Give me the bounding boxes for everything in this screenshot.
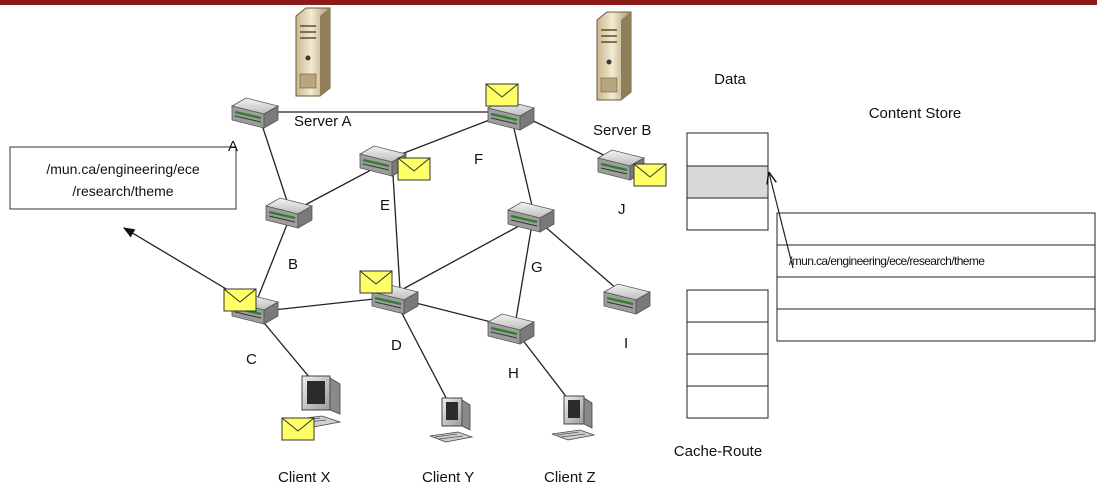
client-z-label: Client Z bbox=[544, 469, 596, 486]
network-links bbox=[254, 111, 626, 416]
server-a-label: Server A bbox=[294, 113, 352, 130]
router-h: H bbox=[486, 313, 536, 382]
router-icon bbox=[486, 313, 536, 345]
router-d: D bbox=[370, 283, 420, 354]
router-f-label: F bbox=[474, 151, 483, 168]
link-f-g bbox=[511, 119, 534, 211]
link-g-i bbox=[534, 217, 626, 297]
router-c-label: C bbox=[246, 351, 257, 368]
envelope-icon bbox=[281, 417, 315, 441]
link-d-clienty bbox=[394, 299, 456, 416]
interest-name-line1: /mun.ca/engineering/ece bbox=[46, 161, 200, 177]
data-row-highlighted bbox=[686, 165, 769, 199]
router-f: F bbox=[474, 99, 536, 168]
data-row bbox=[686, 132, 769, 167]
data-row bbox=[686, 197, 769, 231]
content-store-table: /mun.ca/engineering/ece/research/theme bbox=[776, 212, 1096, 342]
router-h-label: H bbox=[508, 365, 519, 382]
client-y-label: Client Y bbox=[422, 469, 474, 486]
router-icon bbox=[264, 197, 314, 229]
cache-route-label: Cache-Route bbox=[674, 443, 762, 460]
content-store-row bbox=[776, 308, 1096, 342]
content-store-title: Content Store bbox=[869, 105, 962, 122]
envelope-icon bbox=[223, 288, 257, 312]
interest-name-line2: /research/theme bbox=[72, 183, 173, 199]
client-y: Client Y bbox=[422, 397, 474, 486]
envelope-icon bbox=[359, 270, 393, 294]
cache-route-row bbox=[686, 289, 769, 323]
router-j-label: J bbox=[618, 201, 626, 218]
envelope-icon bbox=[397, 157, 431, 181]
client-z: Client Z bbox=[544, 395, 596, 486]
computer-icon bbox=[551, 395, 596, 441]
link-d-g bbox=[391, 219, 531, 296]
cache-route-row bbox=[686, 321, 769, 355]
link-a-b bbox=[261, 124, 291, 211]
server-b: Server B bbox=[593, 11, 651, 139]
server-b-label: Server B bbox=[593, 122, 651, 139]
envelope-icon bbox=[485, 83, 519, 107]
interest-name-box: /mun.ca/engineering/ece /research/theme bbox=[9, 146, 237, 210]
envelope-icon bbox=[633, 163, 667, 187]
router-b-label: B bbox=[288, 256, 298, 273]
cache-route-table bbox=[686, 289, 769, 419]
router-i-label: I bbox=[624, 335, 628, 352]
computer-icon bbox=[429, 397, 474, 443]
client-x-label: Client X bbox=[278, 469, 331, 486]
content-store-entry: /mun.ca/engineering/ece/research/theme bbox=[789, 254, 985, 268]
router-g-label: G bbox=[531, 259, 543, 276]
server-a: Server A bbox=[294, 7, 352, 130]
content-store-row bbox=[776, 212, 1096, 246]
link-e-d bbox=[392, 174, 401, 291]
link-b-c bbox=[254, 221, 289, 306]
data-table bbox=[686, 132, 769, 231]
router-icon bbox=[230, 97, 280, 129]
router-b: B bbox=[264, 197, 314, 273]
cache-route-row bbox=[686, 385, 769, 419]
router-a: A bbox=[228, 97, 280, 155]
data-label: Data bbox=[714, 71, 746, 88]
link-g-h bbox=[514, 217, 534, 326]
server-icon bbox=[295, 7, 331, 97]
router-g: G bbox=[506, 201, 556, 276]
server-icon bbox=[596, 11, 632, 101]
content-store-pointer-arrow bbox=[769, 173, 794, 269]
router-a-label: A bbox=[228, 138, 238, 155]
cache-route-row bbox=[686, 353, 769, 387]
interest-arrow bbox=[122, 227, 239, 297]
router-e-label: E bbox=[380, 197, 390, 214]
router-icon bbox=[506, 201, 556, 233]
router-i: I bbox=[602, 283, 652, 352]
content-store-row bbox=[776, 276, 1096, 310]
router-d-label: D bbox=[391, 337, 402, 354]
top-accent-bar bbox=[0, 0, 1097, 5]
router-icon bbox=[602, 283, 652, 315]
